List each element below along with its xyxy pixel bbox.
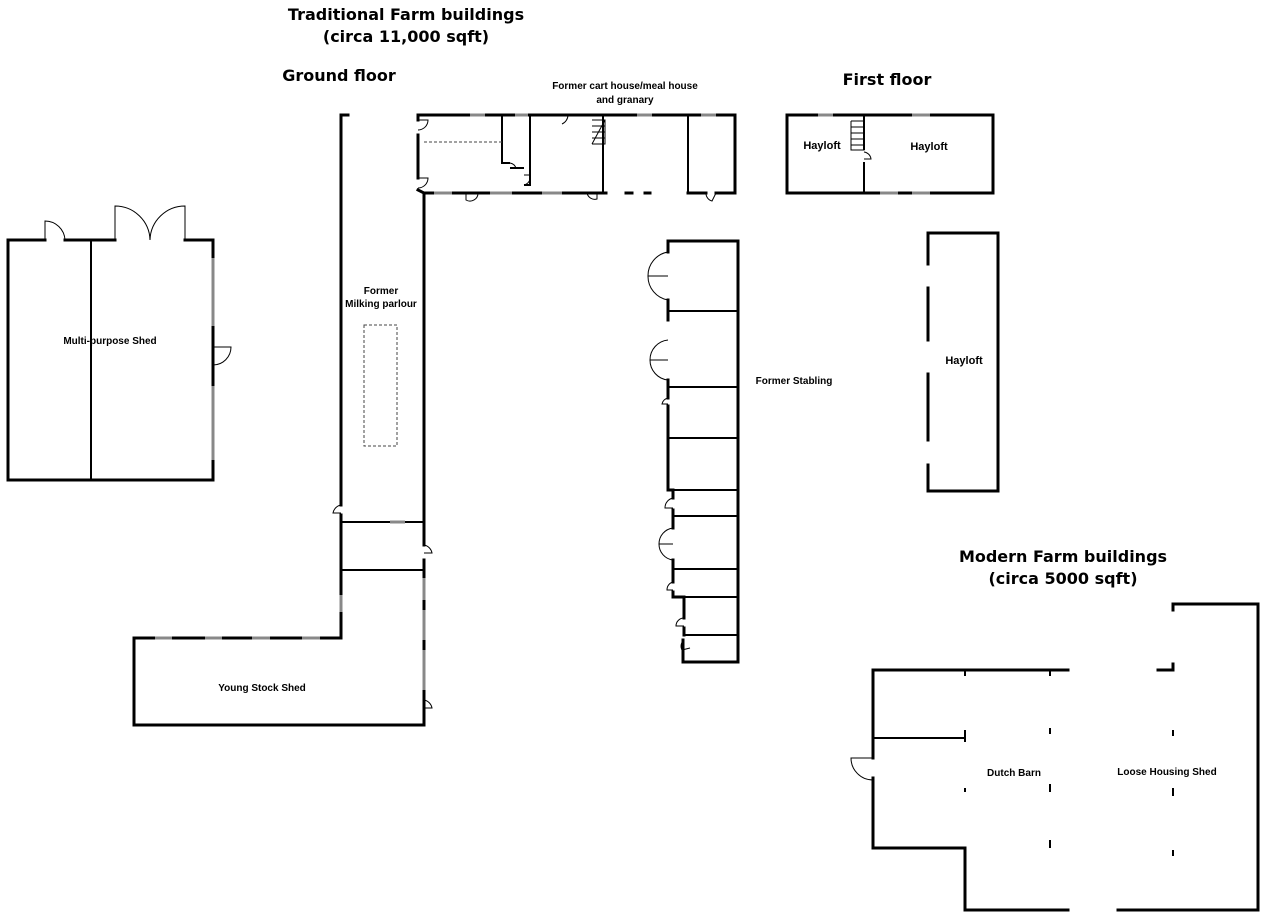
door-icon bbox=[523, 174, 531, 186]
door-icon bbox=[558, 114, 569, 125]
multi-purpose-shed-label: Multi-purpose Shed bbox=[63, 336, 156, 347]
hayloft-a-label: Hayloft bbox=[803, 140, 841, 152]
door-icon bbox=[509, 162, 517, 169]
first-floor-haylofts: Hayloft Hayloft bbox=[785, 113, 995, 195]
door-icon bbox=[417, 177, 429, 189]
door-icon bbox=[863, 151, 872, 160]
milking-parlour-label-1: Former bbox=[364, 286, 399, 297]
loose-housing-shed: Loose Housing Shed bbox=[1116, 602, 1260, 912]
stairs-icon bbox=[850, 120, 865, 151]
door-icon bbox=[417, 119, 429, 131]
first-floor-heading: First floor bbox=[843, 70, 932, 89]
young-stock-shed-label: Young Stock Shed bbox=[218, 683, 306, 694]
door-icon bbox=[661, 397, 669, 405]
ground-floor-heading: Ground floor bbox=[282, 66, 396, 85]
door-icon bbox=[666, 581, 674, 591]
hayloft-right: Hayloft bbox=[926, 231, 1000, 493]
milking-parlour-label-2: Milking parlour bbox=[345, 299, 417, 310]
door-icon bbox=[332, 504, 342, 514]
door-icon bbox=[465, 192, 479, 202]
door-icon bbox=[664, 497, 674, 509]
modern-area: (circa 5000 sqft) bbox=[988, 569, 1137, 588]
traditional-area: (circa 11,000 sqft) bbox=[323, 27, 489, 46]
double-door-icon bbox=[649, 339, 669, 381]
door-icon bbox=[423, 699, 433, 709]
former-stabling: Former Stabling bbox=[647, 239, 833, 664]
former-stabling-label: Former Stabling bbox=[756, 376, 833, 387]
cart-house-label-2: and granary bbox=[596, 95, 654, 106]
cart-house-granary: Former cart house/meal house and granary bbox=[415, 81, 737, 202]
loose-housing-shed-label: Loose Housing Shed bbox=[1117, 767, 1216, 778]
door-icon bbox=[675, 617, 685, 627]
cart-house-label-1: Former cart house/meal house bbox=[552, 81, 698, 92]
milking-parlour-and-young-stock: Former Milking parlour Young Stock Shed bbox=[132, 113, 433, 727]
door-icon bbox=[423, 544, 433, 554]
double-door-icon bbox=[658, 527, 674, 561]
dutch-barn-label: Dutch Barn bbox=[987, 768, 1041, 779]
multi-purpose-shed: Multi-purpose Shed bbox=[6, 205, 232, 482]
modern-title: Modern Farm buildings bbox=[959, 547, 1167, 566]
double-door-icon bbox=[647, 251, 669, 301]
double-door-icon bbox=[114, 205, 186, 241]
dutch-barn: Dutch Barn bbox=[850, 668, 1070, 912]
traditional-title: Traditional Farm buildings bbox=[288, 5, 524, 24]
door-icon bbox=[705, 192, 717, 202]
hayloft-c-label: Hayloft bbox=[945, 355, 983, 367]
door-icon bbox=[586, 192, 598, 200]
door-icon bbox=[212, 346, 232, 366]
door-icon bbox=[44, 220, 66, 241]
stairs-icon bbox=[591, 119, 606, 145]
door-icon bbox=[680, 639, 691, 651]
door-icon bbox=[850, 757, 874, 781]
hayloft-b-label: Hayloft bbox=[910, 141, 948, 153]
